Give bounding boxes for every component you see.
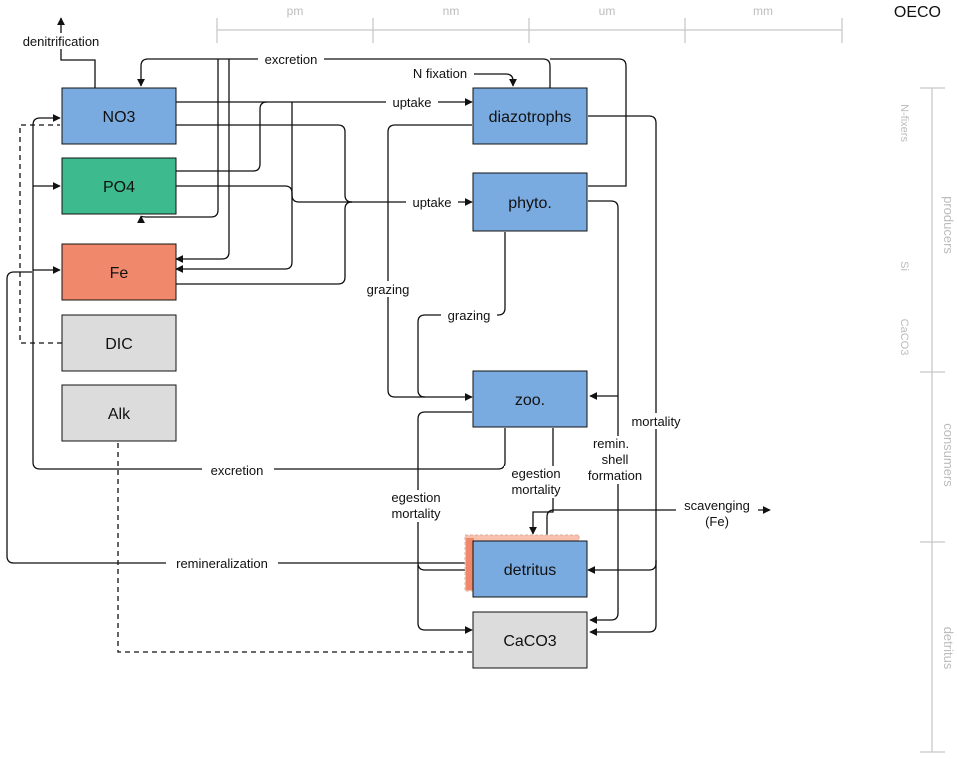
label-grazing-left: grazing bbox=[367, 282, 410, 297]
diagram-title: OECO bbox=[894, 4, 941, 21]
box-po4: PO4 bbox=[61, 157, 177, 215]
box-no3-label: NO3 bbox=[103, 109, 136, 126]
label-excretion-bottom: excretion bbox=[211, 463, 264, 478]
label-uptake-top: uptake bbox=[392, 95, 431, 110]
box-fe-label: Fe bbox=[110, 265, 129, 282]
box-detritus-label: detritus bbox=[504, 562, 556, 579]
side-groups: producers consumers detritus N-fixers Si… bbox=[898, 87, 956, 753]
side-label-producers: producers bbox=[941, 196, 956, 254]
label-scavenging: scavenging bbox=[684, 498, 750, 513]
box-caco3: CaCO3 bbox=[472, 611, 588, 669]
side-label-si: Si bbox=[898, 261, 910, 271]
scale-label-pm: pm bbox=[287, 4, 304, 18]
label-formation: formation bbox=[588, 468, 642, 483]
box-po4-label: PO4 bbox=[103, 179, 135, 196]
box-detritus: detritus bbox=[464, 534, 588, 598]
side-label-n-fixers: N-fixers bbox=[898, 104, 910, 142]
scale-label-mm: mm bbox=[753, 4, 773, 18]
box-alk: Alk bbox=[61, 384, 177, 442]
label-uptake-mid: uptake bbox=[412, 195, 451, 210]
label-remineralization: remineralization bbox=[176, 556, 268, 571]
label-mortality-left: mortality bbox=[391, 506, 441, 521]
label-grazing-mid: grazing bbox=[448, 308, 491, 323]
box-zoo-label: zoo. bbox=[515, 392, 545, 409]
box-no3: NO3 bbox=[61, 87, 177, 145]
side-label-caco3: CaCO3 bbox=[898, 319, 910, 356]
biology-boxes: diazotrophs phyto. zoo. detritus CaCO3 bbox=[464, 87, 588, 669]
box-diazotrophs-label: diazotrophs bbox=[489, 109, 572, 126]
label-denitrification: denitrification bbox=[23, 34, 100, 49]
label-excretion-top: excretion bbox=[265, 52, 318, 67]
side-label-consumers: consumers bbox=[941, 423, 956, 487]
label-mortality: mortality bbox=[631, 414, 681, 429]
label-scavenging-fe: (Fe) bbox=[705, 514, 729, 529]
label-egestion-mid: egestion bbox=[511, 466, 560, 481]
box-zoo: zoo. bbox=[472, 370, 588, 428]
box-phyto: phyto. bbox=[472, 172, 588, 232]
box-diazotrophs: diazotrophs bbox=[472, 87, 588, 145]
scale-label-nm: nm bbox=[443, 4, 460, 18]
box-dic: DIC bbox=[61, 314, 177, 372]
box-phyto-label: phyto. bbox=[508, 195, 552, 212]
box-alk-label: Alk bbox=[108, 406, 131, 423]
label-shell: shell bbox=[602, 452, 629, 467]
box-dic-label: DIC bbox=[105, 336, 133, 353]
label-remin: remin. bbox=[593, 436, 629, 451]
flux-connectors bbox=[6, 17, 771, 653]
side-label-detritus: detritus bbox=[941, 627, 956, 670]
scale-label-um: um bbox=[599, 4, 616, 18]
size-scale: pm nm um mm bbox=[216, 4, 843, 43]
box-fe: Fe bbox=[61, 243, 177, 301]
label-n-fixation: N fixation bbox=[413, 66, 467, 81]
flux-labels: denitrification excretion N fixation upt… bbox=[18, 33, 758, 571]
nutrient-boxes: NO3 PO4 Fe DIC Alk bbox=[61, 87, 177, 442]
label-mortality-mid: mortality bbox=[511, 482, 561, 497]
box-caco3-label: CaCO3 bbox=[503, 633, 556, 650]
label-egestion-left: egestion bbox=[391, 490, 440, 505]
